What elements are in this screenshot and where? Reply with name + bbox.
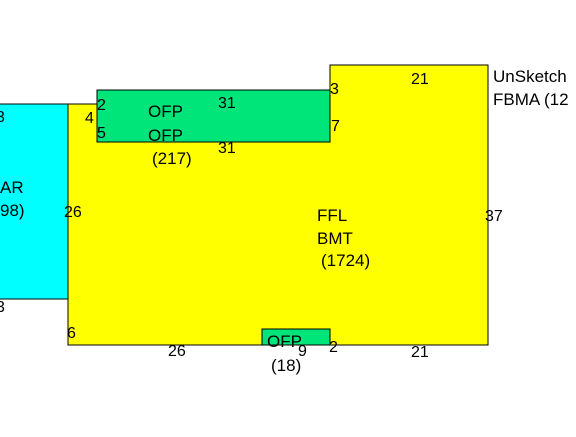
sub-bottom-size: (18)	[271, 356, 301, 375]
sub-top-dim-top: 31	[218, 95, 236, 112]
sub-area-bottom-shape[interactable]	[261, 328, 331, 346]
sub-top-code-2: OFP	[148, 126, 183, 145]
left-area-size: 98)	[0, 201, 25, 220]
main-dim-right: 37	[485, 208, 503, 225]
main-dim-top: 21	[411, 71, 429, 88]
sub-top-dim-left-1: 2	[97, 97, 106, 114]
main-dim-bottom-right: 21	[411, 344, 429, 361]
left-area-dim-bottom: 3	[0, 299, 5, 316]
main-area-size: (1724)	[321, 251, 370, 270]
main-dim-notch-side: 7	[331, 118, 340, 135]
left-area-name: AR	[0, 178, 24, 197]
main-dim-lower-left: 6	[67, 325, 76, 342]
sub-bottom-dim-1: 9	[298, 343, 307, 360]
main-dim-left: 26	[64, 204, 82, 221]
sub-top-dim-bottom: 31	[218, 140, 236, 157]
sub-top-size: (217)	[152, 149, 192, 168]
sub-top-dim-left-2: 5	[97, 125, 106, 142]
sub-bottom-dim-2: 2	[329, 339, 338, 356]
main-dim-bottom-left: 26	[168, 343, 186, 360]
main-dim-notch-top: 3	[330, 81, 339, 98]
unsketched-label-2: FBMA (12	[493, 90, 569, 109]
sub-top-code-1: OFP	[148, 102, 183, 121]
sub-area-top-shape[interactable]	[96, 89, 331, 143]
left-area-dim-top: 3	[0, 109, 5, 126]
main-dim-upper-left: 4	[85, 110, 94, 127]
unsketched-label-1: UnSketch	[493, 67, 567, 86]
main-area-code-2: BMT	[317, 229, 353, 248]
sub-bottom-code: OFP	[267, 332, 302, 351]
main-area-code-1: FFL	[317, 206, 347, 225]
